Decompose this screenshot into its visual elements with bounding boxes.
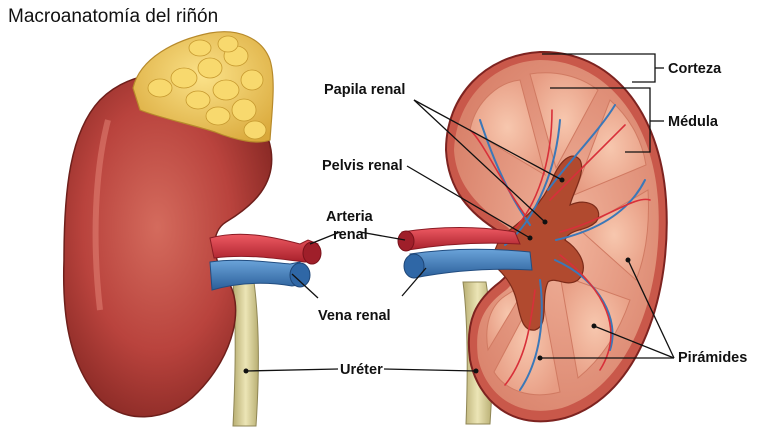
label-arteria-renal-line1: Arteria (326, 209, 374, 225)
leader-lines (243, 53, 675, 374)
label-papila-renal: Papila renal (324, 82, 405, 98)
adrenal-gland (132, 31, 274, 143)
label-pelvis-renal: Pelvis renal (322, 158, 403, 174)
right-renal-artery (401, 227, 521, 251)
right-renal-vein (409, 248, 533, 279)
label-corteza: Corteza (668, 61, 722, 77)
label-medula: Médula (668, 114, 719, 130)
external-kidney (62, 31, 322, 427)
label-vena-renal: Vena renal (318, 308, 391, 324)
left-kidney-body (62, 71, 273, 418)
label-piramides: Pirámides (678, 350, 747, 366)
label-ureter: Uréter (340, 362, 383, 378)
label-arteria-renal-line2: renal (333, 227, 368, 243)
renal-pelvis (489, 155, 600, 331)
blood-vessels (469, 104, 651, 391)
sectioned-kidney (397, 50, 668, 425)
left-ureter-tube (232, 281, 259, 427)
diagram-title: Macroanatomía del riñón (8, 6, 219, 27)
left-renal-artery (209, 233, 319, 263)
left-kidney-highlight (92, 119, 111, 311)
